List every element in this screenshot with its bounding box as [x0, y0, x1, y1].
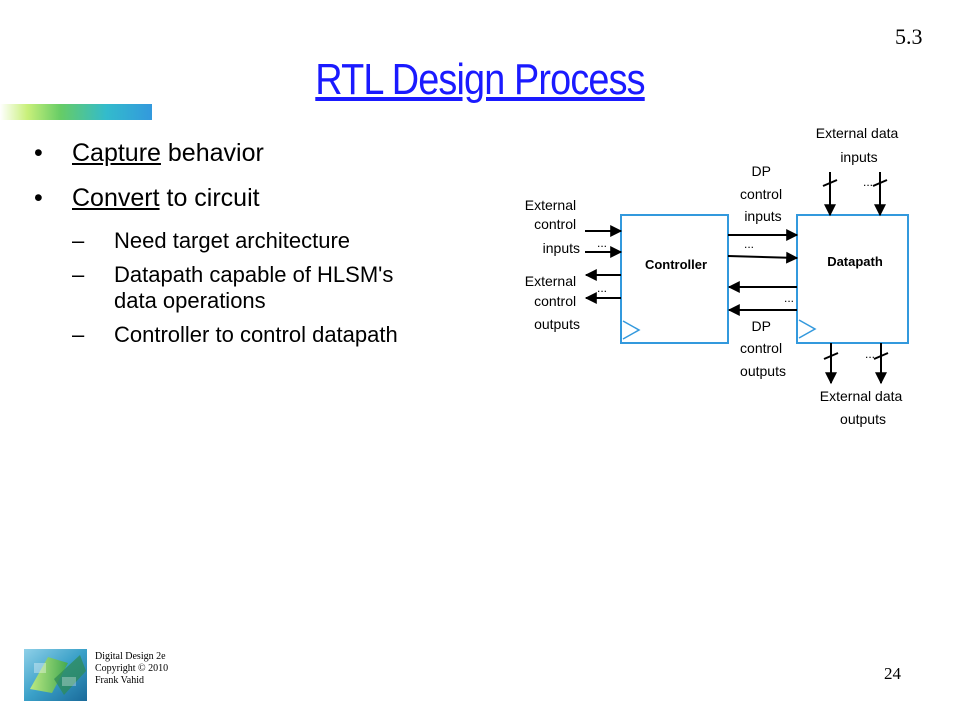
datapath-label: Datapath	[827, 254, 883, 269]
bus-slash	[873, 352, 889, 360]
page-number: 24	[884, 664, 901, 683]
bullet-list: • Capture behavior • Convert to circuit …	[30, 138, 470, 356]
section-number: 5.3	[895, 24, 923, 49]
footer-line: Frank Vahid	[95, 675, 144, 686]
controller-block	[620, 214, 729, 344]
dp-control-inputs-label: DP control inputs	[740, 163, 786, 224]
ellipsis-label: ...	[865, 347, 875, 361]
title-accent-bar	[0, 104, 152, 120]
sub-bullet-controller: – Controller to control datapath	[30, 322, 470, 348]
ext-data-inputs-label: External data inputs	[816, 125, 902, 165]
sub-bullet-line: Datapath capable of HLSM's	[114, 262, 394, 287]
book-logo-icon	[24, 649, 87, 701]
bullet-text: behavior	[160, 139, 264, 167]
bullet-dot: •	[34, 139, 43, 167]
bullet-text: to circuit	[159, 184, 260, 212]
sub-bullet-dash: –	[72, 262, 85, 287]
controller-label: Controller	[645, 257, 707, 272]
sub-bullet-dash: –	[72, 228, 85, 253]
ellipsis-label: ...	[863, 175, 873, 189]
bullet-capture: • Capture behavior	[30, 138, 470, 168]
bus-slash	[823, 352, 839, 360]
footer-line: Copyright © 2010	[95, 663, 169, 674]
slide-title: RTL Design Process	[315, 55, 645, 104]
sub-bullet-line: data operations	[114, 288, 266, 313]
sub-bullet-datapath: – Datapath capable of HLSM's data operat…	[30, 262, 470, 314]
sub-bullet-line: Need target architecture	[114, 228, 351, 253]
footer-line: Digital Design 2e	[95, 651, 166, 662]
ellipsis-label: ...	[784, 291, 794, 305]
bullet-keyword: Capture	[72, 139, 161, 167]
ext-control-inputs-label: External control inputs	[525, 197, 580, 256]
ellipsis-label: ...	[597, 236, 607, 250]
dp-control-outputs-label: DP control outputs	[740, 318, 786, 379]
sub-bullet-line: Controller to control datapath	[114, 322, 398, 347]
rtl-block-diagram: Controller Datapath ... ... External con…	[525, 125, 909, 427]
sub-bullet-dash: –	[72, 322, 85, 347]
sub-bullet-architecture: – Need target architecture	[30, 228, 470, 254]
ellipsis-label: ...	[597, 281, 607, 295]
bullet-dot: •	[34, 184, 43, 212]
bus-slash	[822, 179, 838, 187]
datapath-block	[796, 214, 909, 344]
controller-clock-icon	[622, 320, 641, 340]
ext-control-outputs-label: External control outputs	[525, 273, 580, 332]
bullet-keyword: Convert	[72, 184, 160, 212]
ellipsis-label: ...	[744, 237, 754, 251]
footer-credit: Digital Design 2e Copyright © 2010 Frank…	[95, 651, 168, 687]
datapath-clock-icon	[798, 319, 817, 339]
dp-control-input-arrow	[727, 251, 799, 264]
bus-slash	[872, 179, 888, 187]
bullet-convert: • Convert to circuit	[30, 183, 470, 213]
ext-data-outputs-label: External data outputs	[820, 388, 906, 427]
